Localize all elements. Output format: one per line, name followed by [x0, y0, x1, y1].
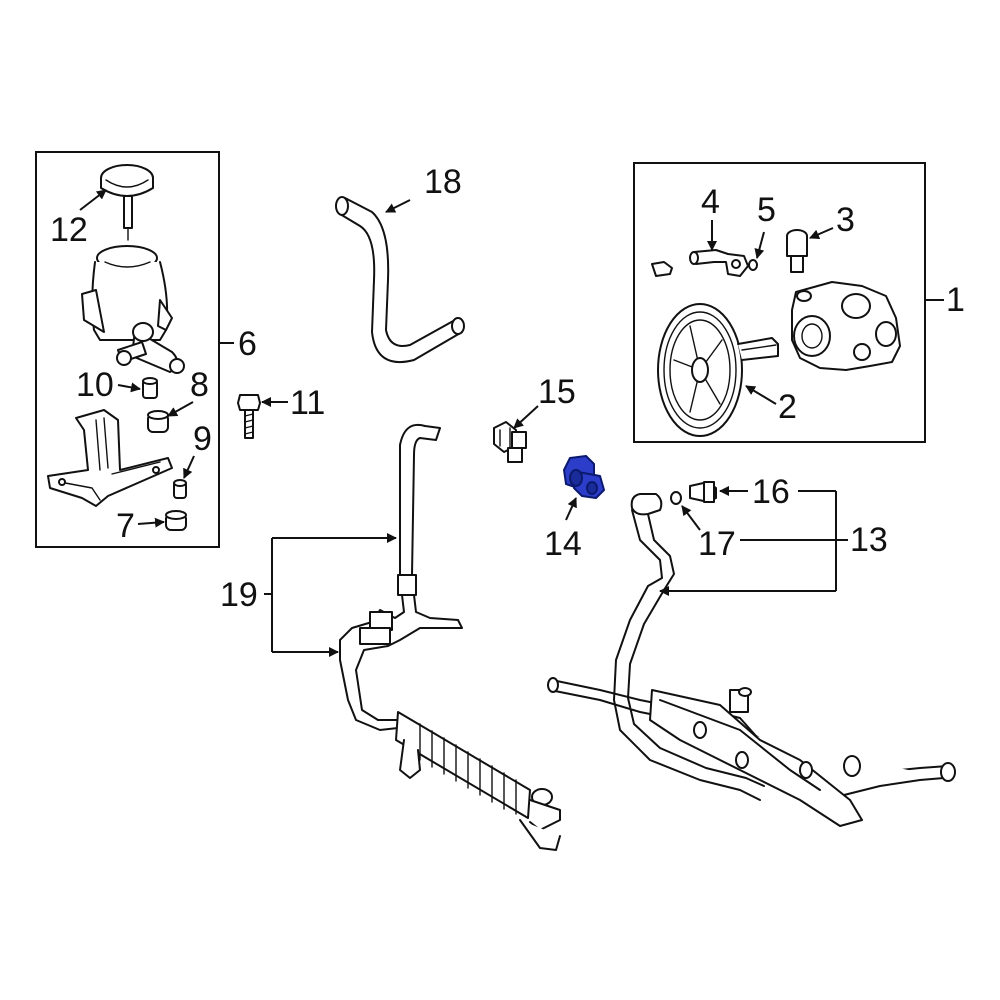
power-steering-pump-1[interactable]: [791, 281, 901, 371]
callout-12: 12: [50, 211, 88, 249]
callout-1: 1: [946, 281, 965, 319]
cushion-8[interactable]: [147, 410, 169, 433]
return-hose-18[interactable]: [335, 196, 465, 364]
callout-15: 15: [538, 373, 576, 411]
callout-19: 19: [220, 576, 258, 614]
flow-control-valve-3[interactable]: [786, 229, 808, 273]
hose-bracket-14-highlighted[interactable]: [563, 455, 605, 499]
callout-9: 9: [193, 420, 212, 458]
callout-16: 16: [752, 473, 790, 511]
callout-10: 10: [76, 366, 114, 404]
reservoir-bracket[interactable]: [47, 409, 173, 507]
grommet-9[interactable]: [173, 479, 187, 499]
callout-4: 4: [701, 183, 720, 221]
callout-3: 3: [836, 201, 855, 239]
callout-2: 2: [778, 388, 797, 426]
pump-pulley-2[interactable]: [657, 303, 779, 437]
union-bolt-15[interactable]: [493, 421, 527, 463]
pressure-hose-13[interactable]: [547, 493, 956, 827]
reservoir-group-box: [35, 151, 220, 548]
callout-18: 18: [424, 163, 462, 201]
grommet-10[interactable]: [142, 377, 158, 399]
callout-5: 5: [757, 191, 776, 229]
o-ring-5[interactable]: [748, 259, 758, 271]
callout-8: 8: [190, 366, 209, 404]
o-ring-17[interactable]: [670, 491, 682, 505]
union-fitting-4[interactable]: [689, 249, 749, 277]
pressure-switch-16[interactable]: [689, 481, 717, 503]
bolt-11[interactable]: [237, 394, 261, 439]
cushion-7[interactable]: [165, 510, 187, 531]
callout-7: 7: [116, 507, 135, 545]
reservoir-cap[interactable]: [100, 164, 154, 241]
reservoir-tank[interactable]: [81, 245, 185, 374]
callout-14: 14: [544, 525, 582, 563]
callout-17: 17: [698, 525, 736, 563]
leader-lines: [79, 189, 944, 657]
pump-group-box: [633, 162, 926, 443]
callout-13: 13: [850, 521, 888, 559]
small-bolt-4[interactable]: [651, 261, 673, 277]
callout-11: 11: [290, 384, 325, 422]
callout-6: 6: [238, 325, 257, 363]
cooler-tube-19[interactable]: [339, 423, 561, 851]
